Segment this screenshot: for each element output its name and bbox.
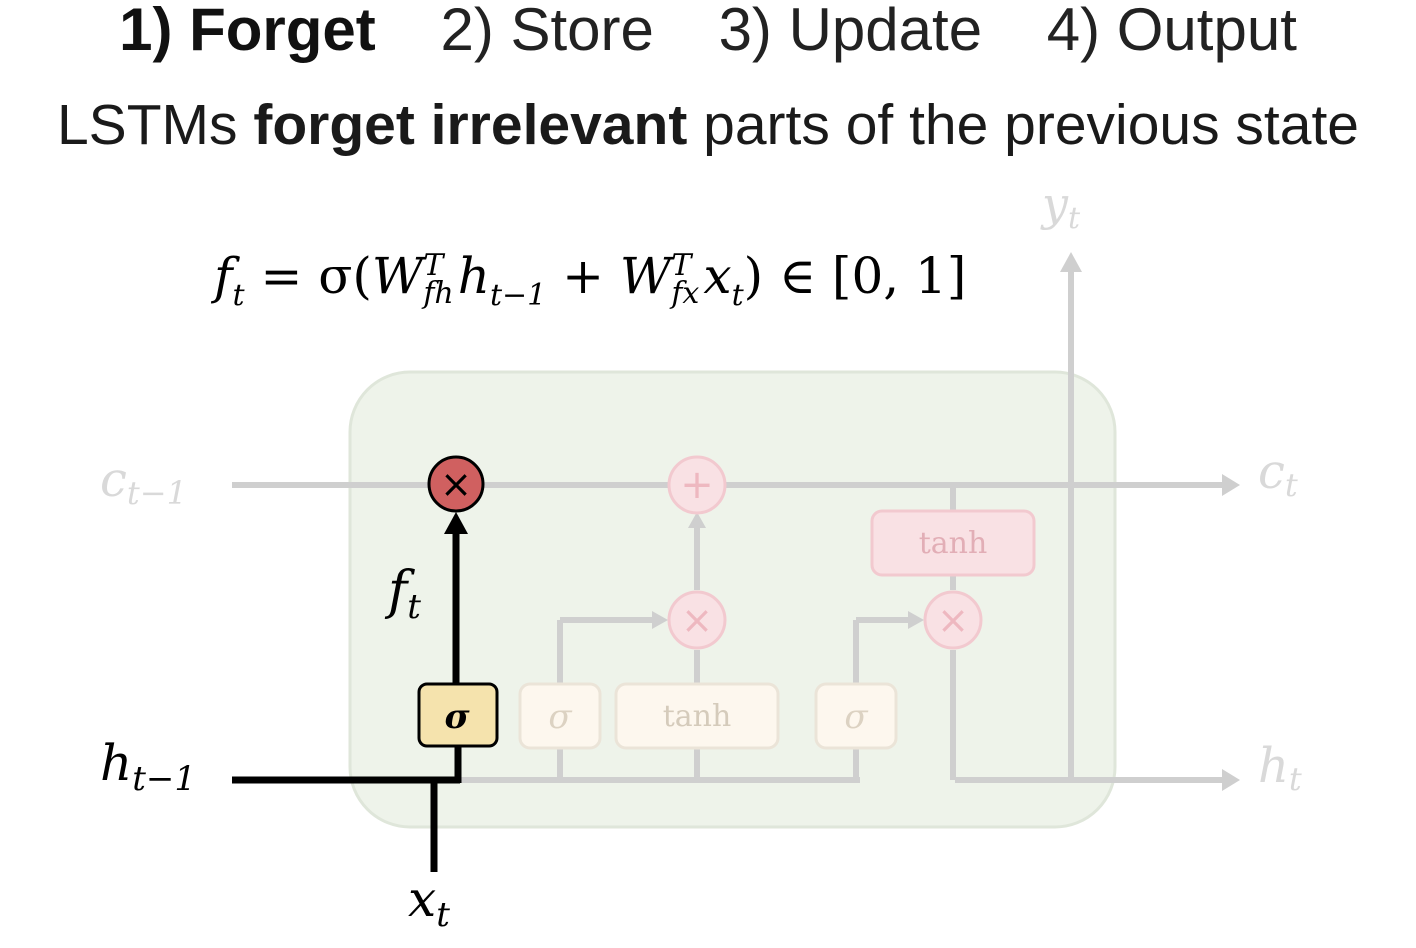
forget-multiply-symbol: × [440, 462, 472, 506]
cell-body [348, 370, 1117, 829]
formula-eq: = σ( [244, 247, 372, 305]
formula-w1: W [371, 247, 424, 305]
input-mult-op-faded [667, 590, 727, 650]
input-gate-arrowhead [652, 611, 668, 629]
x-label: xt [408, 870, 450, 935]
input-sigma-label: σ [548, 697, 572, 737]
h-prev-main: h [100, 734, 132, 792]
forget-sigma-gate [417, 682, 499, 748]
output-mult-op-faded [923, 590, 983, 650]
step-store: 2) Store [440, 0, 654, 63]
input-sigma-gate [518, 682, 602, 750]
formula-tail: ) ∈ [0, 1] [743, 247, 967, 305]
subtitle-emphasis: forget irrelevant [253, 93, 688, 157]
formula-h: h [457, 247, 490, 305]
formula-f-sub: t [232, 278, 245, 313]
ft-arrowhead [444, 512, 468, 534]
ft-sub: t [407, 587, 421, 627]
formula-x: x [703, 247, 732, 305]
step-output: 4) Output [1046, 0, 1297, 63]
mult-to-add-arrowhead [688, 512, 706, 528]
formula-plus: + [546, 247, 620, 305]
h-next-label: ht [1258, 738, 1302, 798]
x-sub: t [436, 895, 450, 935]
forget-multiply-op [427, 455, 485, 513]
formula-w2-sup: T [671, 248, 692, 283]
output-y-arrowhead [1060, 252, 1082, 272]
subtitle-prefix: LSTMs [56, 93, 254, 157]
c-next-main: c [1258, 444, 1285, 500]
formula-x-sub: t [731, 278, 744, 313]
output-gate-arrowhead [908, 611, 924, 629]
formula-w1-sup: T [423, 248, 444, 283]
y-label: yt [1040, 177, 1081, 236]
hidden-out-arrowhead [1222, 769, 1240, 791]
formula-w1-sub: fh [423, 276, 454, 311]
formula-w2: W [619, 247, 672, 305]
y-sub: t [1068, 201, 1081, 236]
cell-state-arrowhead [1222, 474, 1240, 496]
cell-tanh-label: tanh [919, 526, 988, 561]
c-next-label: ct [1258, 444, 1298, 504]
cell-tanh-gate [870, 509, 1036, 577]
h-next-sub: t [1289, 760, 1302, 798]
add-op-faded [667, 455, 727, 515]
c-next-sub: t [1285, 466, 1298, 504]
candidate-tanh-label: tanh [663, 699, 732, 734]
output-sigma-gate [814, 682, 898, 750]
output-sigma-label: σ [844, 697, 868, 737]
h-prev-label: ht−1 [100, 734, 196, 799]
output-mult-symbol: × [937, 598, 969, 642]
candidate-tanh-gate [614, 682, 780, 750]
h-next-main: h [1258, 738, 1289, 794]
add-op-symbol: + [680, 462, 714, 508]
forget-sigma-label: σ [444, 697, 470, 737]
subtitle: LSTMs forget irrelevant parts of the pre… [0, 92, 1416, 158]
h-prev-sub: t−1 [132, 759, 196, 799]
c-prev-main: c [100, 452, 127, 508]
y-main: y [1040, 177, 1069, 231]
c-prev-sub: t−1 [127, 474, 187, 512]
input-mult-symbol: × [681, 598, 713, 642]
step-header: 1) Forget 2) Store 3) Update 4) Output [0, 0, 1416, 72]
formula-w2-sub: fx [671, 276, 700, 311]
subtitle-suffix: parts of the previous state [687, 93, 1360, 157]
step-update: 3) Update [718, 0, 983, 63]
step-forget: 1) Forget [119, 0, 376, 63]
c-prev-label: ct−1 [100, 452, 187, 512]
x-main: x [408, 870, 436, 928]
formula-h-sub: t−1 [489, 278, 547, 313]
formula-f: f [214, 247, 233, 305]
